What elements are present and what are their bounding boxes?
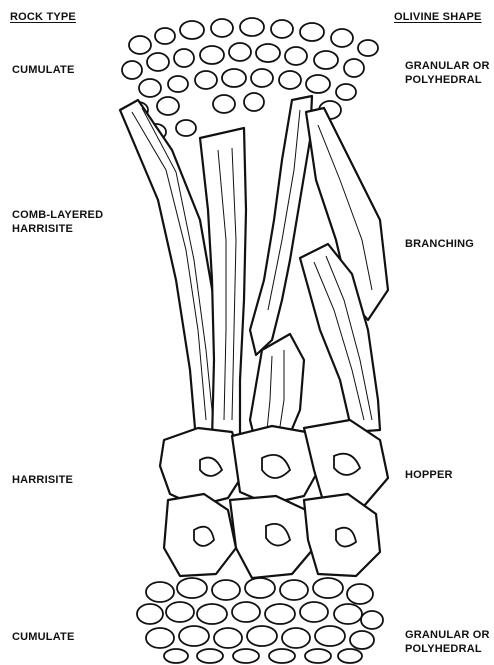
hopper-olivine-crystals (160, 420, 388, 578)
bottom-cumulate-grains (137, 578, 383, 663)
top-cumulate-grains (122, 18, 378, 140)
branching-olivine-crystals (120, 96, 388, 452)
